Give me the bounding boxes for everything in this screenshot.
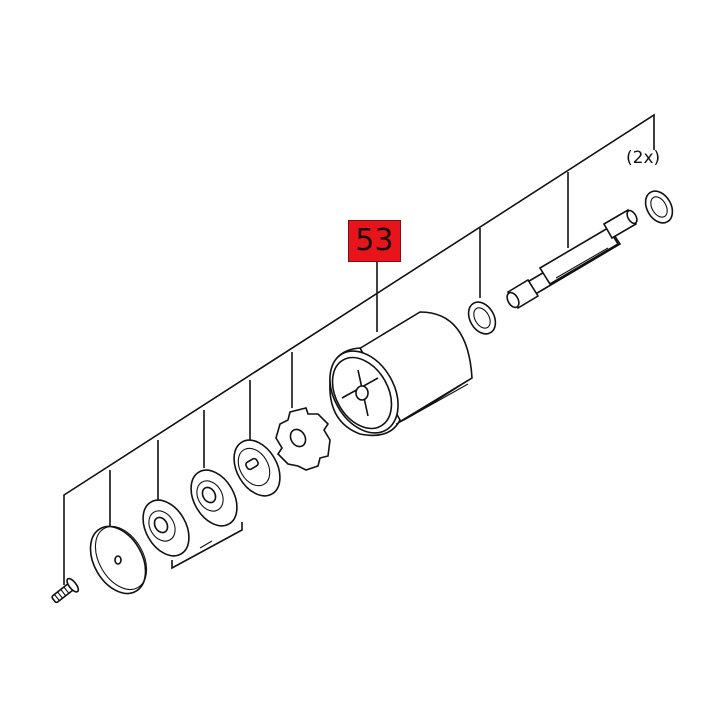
quantity-note: (2x)	[626, 148, 661, 168]
assembly-bracket	[63, 113, 655, 585]
o-ring-icon	[644, 190, 674, 224]
keyed-washer-icon	[233, 439, 281, 497]
spring-washer-icon	[142, 499, 190, 557]
rotor-drum-icon	[329, 311, 473, 437]
spring-washer-icon	[190, 469, 238, 527]
screw-icon	[51, 577, 80, 604]
o-ring-icon	[467, 301, 497, 335]
part-number-callout[interactable]: 53	[348, 220, 401, 262]
slotted-disc-icon	[275, 407, 331, 471]
part-number-label: 53	[355, 223, 394, 258]
flat-washer-icon	[89, 525, 148, 595]
washer-pair-bracket	[171, 522, 243, 570]
shaft-icon	[506, 208, 638, 310]
